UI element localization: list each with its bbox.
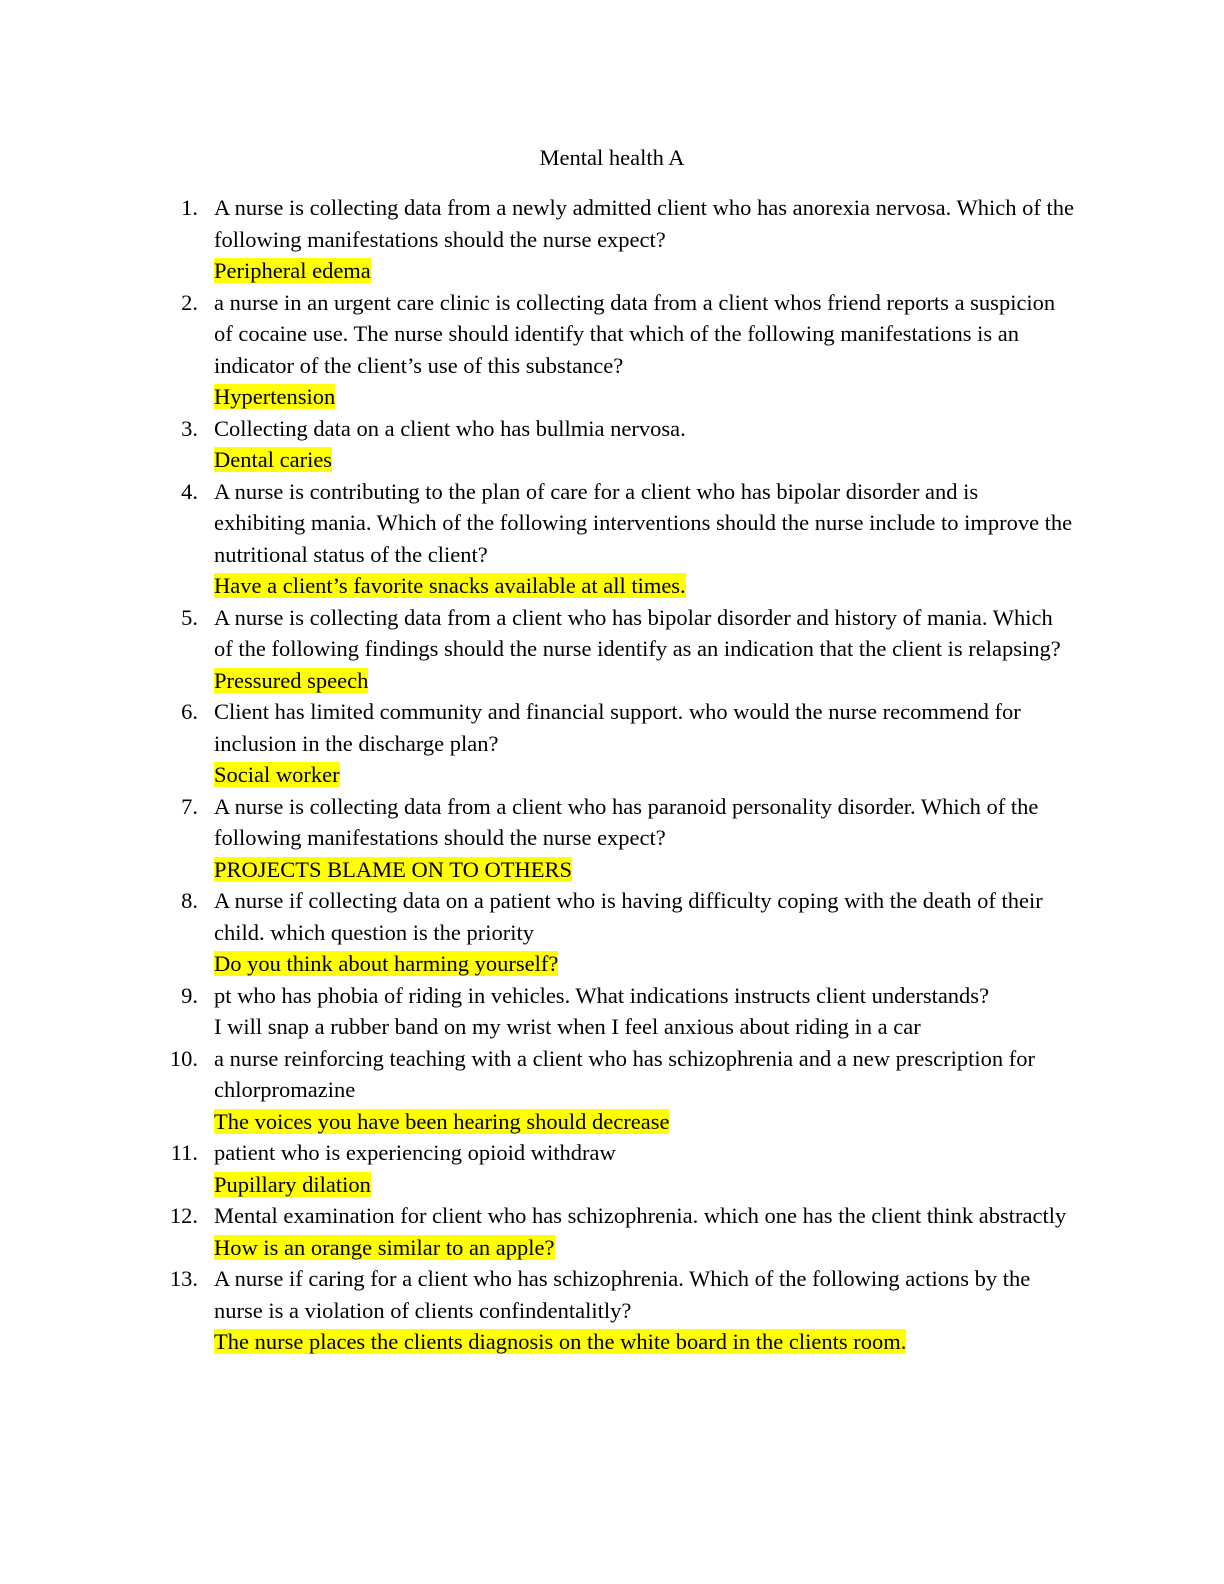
question-item: 10. a nurse reinforcing teaching with a … bbox=[0, 1043, 1224, 1138]
question-text: pt who has phobia of riding in vehicles.… bbox=[214, 982, 990, 1008]
question-number: 6. bbox=[181, 699, 198, 724]
answer-line: PROJECTS BLAME ON TO OTHERS bbox=[214, 854, 1074, 886]
question-text: a nurse reinforcing teaching with a clie… bbox=[214, 1045, 1035, 1103]
answer-line: Social worker bbox=[214, 759, 1074, 791]
question-number: 1. bbox=[181, 195, 198, 220]
document-title: Mental health A bbox=[539, 145, 685, 170]
answer-line: I will snap a rubber band on my wrist wh… bbox=[214, 1011, 1074, 1043]
highlighted-answer: The nurse places the clients diagnosis o… bbox=[214, 1329, 907, 1354]
question-number: 8. bbox=[181, 888, 198, 913]
highlighted-answer: Hypertension bbox=[214, 384, 336, 409]
question-text: A nurse is contributing to the plan of c… bbox=[214, 478, 1073, 567]
question-text: Mental examination for client who has sc… bbox=[214, 1203, 1067, 1228]
question-item: 3. Collecting data on a client who has b… bbox=[0, 413, 1224, 476]
question-item: 12. Mental examination for client who ha… bbox=[0, 1200, 1224, 1263]
question-text: A nurse is collecting data from a client… bbox=[214, 793, 1039, 851]
answer-text: I will snap a rubber band on my wrist wh… bbox=[214, 1014, 921, 1039]
question-number: 12. bbox=[169, 1203, 198, 1228]
question-text: A nurse is collecting data from a client… bbox=[214, 604, 1061, 662]
answer-line: The nurse places the clients diagnosis o… bbox=[214, 1326, 1074, 1358]
question-item: 2. a nurse in an urgent care clinic is c… bbox=[0, 287, 1224, 413]
question-item: 11. patient who is experiencing opioid w… bbox=[0, 1137, 1224, 1200]
highlighted-answer: Dental caries bbox=[214, 447, 333, 472]
question-item: 13. A nurse if caring for a client who h… bbox=[0, 1263, 1224, 1358]
question-text: a nurse in an urgent care clinic is coll… bbox=[214, 289, 1056, 378]
answer-line: Do you think about harming yourself? bbox=[214, 948, 1074, 980]
question-item: 6. Client has limited community and fina… bbox=[0, 696, 1224, 791]
highlighted-answer: The voices you have been hearing should … bbox=[214, 1108, 670, 1134]
answer-line: How is an orange similar to an apple? bbox=[214, 1232, 1074, 1264]
answer-line: Pupillary dilation bbox=[214, 1169, 1074, 1201]
question-number: 5. bbox=[181, 604, 198, 630]
question-list: 1. A nurse is collecting data from a new… bbox=[0, 192, 1224, 1358]
question-item: 9. pt who has phobia of riding in vehicl… bbox=[0, 980, 1224, 1043]
highlighted-answer: Do you think about harming yourself? bbox=[214, 951, 559, 976]
highlighted-answer: Pressured speech bbox=[214, 667, 369, 693]
question-number: 7. bbox=[181, 793, 198, 819]
question-text: Collecting data on a client who has bull… bbox=[214, 415, 686, 441]
answer-line: Have a client’s favorite snacks availabl… bbox=[214, 570, 1074, 602]
question-text: Client has limited community and financi… bbox=[214, 699, 1021, 756]
highlighted-answer: Peripheral edema bbox=[214, 258, 371, 283]
question-number: 10. bbox=[169, 1045, 198, 1071]
question-item: 1. A nurse is collecting data from a new… bbox=[0, 192, 1224, 287]
question-number: 4. bbox=[181, 478, 198, 504]
answer-line: Dental caries bbox=[214, 444, 1074, 476]
question-item: 5. A nurse is collecting data from a cli… bbox=[0, 602, 1224, 697]
highlighted-answer: Social worker bbox=[214, 762, 340, 787]
highlighted-answer: How is an orange similar to an apple? bbox=[214, 1234, 555, 1260]
highlighted-answer: PROJECTS BLAME ON TO OTHERS bbox=[214, 856, 572, 882]
question-text: A nurse if caring for a client who has s… bbox=[214, 1266, 1031, 1323]
question-number: 11. bbox=[170, 1140, 198, 1165]
question-item: 7. A nurse is collecting data from a cli… bbox=[0, 791, 1224, 886]
answer-line: Peripheral edema bbox=[214, 255, 1074, 287]
question-text: A nurse is collecting data from a newly … bbox=[214, 195, 1074, 252]
question-text: A nurse if collecting data on a patient … bbox=[214, 888, 1043, 945]
answer-line: The voices you have been hearing should … bbox=[214, 1106, 1074, 1138]
question-item: 4. A nurse is contributing to the plan o… bbox=[0, 476, 1224, 602]
question-item: 8. A nurse if collecting data on a patie… bbox=[0, 885, 1224, 980]
question-number: 9. bbox=[181, 982, 198, 1008]
highlighted-answer: Have a client’s favorite snacks availabl… bbox=[214, 573, 686, 598]
answer-line: Hypertension bbox=[214, 381, 1074, 413]
question-number: 3. bbox=[181, 415, 198, 441]
question-number: 2. bbox=[181, 289, 198, 315]
answer-line: Pressured speech bbox=[214, 665, 1074, 697]
highlighted-answer: Pupillary dilation bbox=[214, 1171, 371, 1197]
question-text: patient who is experiencing opioid withd… bbox=[214, 1140, 616, 1165]
question-number: 13. bbox=[169, 1266, 198, 1291]
